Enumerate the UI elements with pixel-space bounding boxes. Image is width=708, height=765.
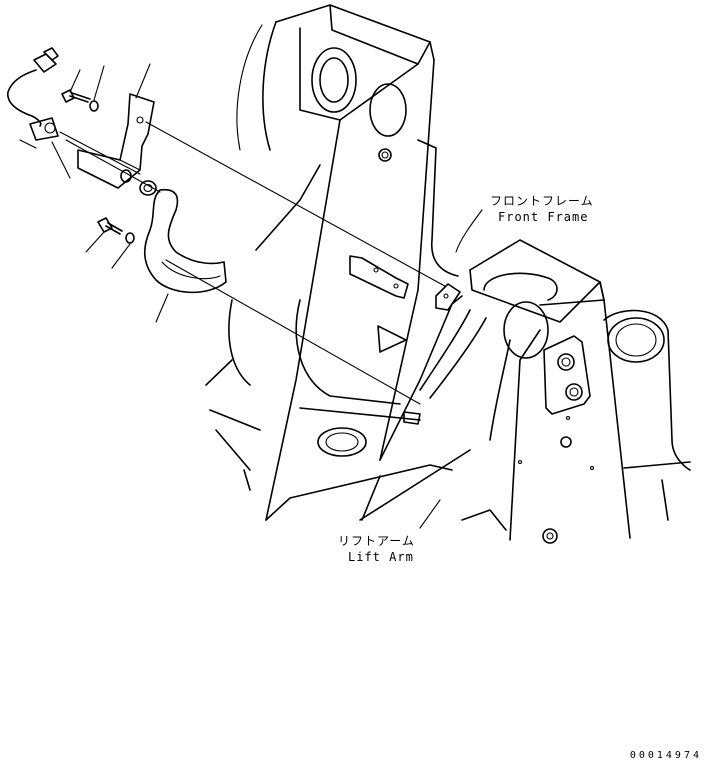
washer bbox=[89, 100, 99, 112]
mounting-bracket bbox=[77, 93, 155, 189]
washer-lower bbox=[125, 232, 135, 244]
front-frame-structure bbox=[205, 4, 459, 521]
lift-arm-label-jp: リフトアーム bbox=[338, 534, 415, 548]
front-frame-label-jp: フロントフレーム bbox=[490, 194, 594, 208]
front-frame-label-en: Front Frame bbox=[498, 210, 589, 224]
bolt bbox=[61, 89, 91, 103]
lift-arm-structure bbox=[359, 239, 691, 544]
lift-arm-label-en: Lift Arm bbox=[348, 550, 414, 564]
drawing-code: 00014974 bbox=[629, 750, 702, 761]
exploded-parts bbox=[7, 47, 461, 405]
bolt-lower bbox=[97, 217, 123, 235]
proximity-switch-assembly bbox=[7, 47, 59, 141]
nut bbox=[139, 180, 157, 196]
lift-arm-leader bbox=[419, 499, 441, 529]
front-frame-leader bbox=[455, 209, 483, 253]
cover-plate bbox=[143, 188, 227, 294]
